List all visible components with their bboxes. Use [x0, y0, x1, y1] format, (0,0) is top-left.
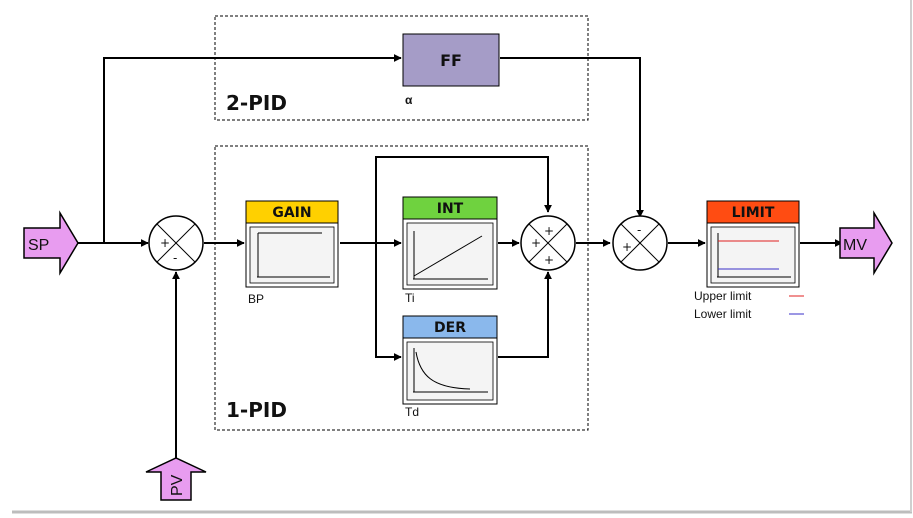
sum-junction-2: + + + [520, 215, 576, 271]
der-block: DER Td [402, 315, 498, 419]
sp-to-ff-line [103, 54, 402, 243]
mv-label: MV [843, 237, 867, 254]
int-header [402, 196, 498, 220]
der-param-label: Td [405, 405, 419, 419]
sum2-cross-b [528, 223, 568, 263]
int-param-label: Ti [405, 291, 415, 305]
sum2-plus-top: + [544, 224, 554, 238]
limit-label: LIMIT [732, 205, 775, 221]
sum1-plus-sign: + [160, 236, 170, 250]
gain-label: GAIN [272, 205, 311, 221]
limit-legend: Upper limit Lower limit [694, 289, 804, 321]
sum-junction-3: - + [612, 215, 668, 271]
int-label: INT [437, 201, 464, 217]
der-header [402, 315, 498, 339]
sum3-cross-b [620, 223, 660, 263]
pv-label: PV [169, 474, 186, 496]
sum3-plus-sign: + [622, 240, 632, 254]
ff-param-label: α [405, 93, 413, 107]
int-plot-area [406, 222, 494, 286]
gain-bypass-line [375, 156, 552, 243]
sum-junction-1: + - [148, 215, 204, 271]
sum1-minus-sign: - [173, 251, 177, 265]
group-2pid-box [214, 15, 589, 121]
gain-header [245, 200, 339, 224]
limit-header [706, 200, 800, 224]
der-label: DER [434, 320, 466, 336]
gain-to-der-line [375, 243, 402, 361]
sum3-minus-sign: - [637, 223, 641, 237]
legend-lower-label: Lower limit [694, 307, 752, 321]
pv-input-arrow: PV [145, 457, 207, 501]
ff-box [402, 33, 500, 87]
sp-arrow-shape [23, 210, 79, 276]
der-plot-curve [415, 351, 471, 390]
sp-input-arrow: SP [23, 210, 79, 276]
mv-arrow-shape [839, 210, 893, 276]
group-1pid-box [214, 145, 589, 431]
group-1pid-label: 1-PID [226, 398, 287, 422]
der-plot-area [406, 341, 494, 401]
limit-plot-area [710, 226, 796, 284]
ff-to-sum3-line [500, 57, 644, 218]
ff-label: FF [440, 51, 462, 70]
int-plot-curve [413, 235, 483, 277]
sp-label: SP [28, 237, 49, 254]
group-2pid-label: 2-PID [226, 91, 287, 115]
pv-arrow-shape [145, 457, 207, 501]
int-block: INT Ti [402, 196, 498, 305]
legend-upper-label: Upper limit [694, 289, 752, 303]
ff-block: FF α [402, 33, 500, 107]
mv-output-arrow: MV [839, 210, 893, 276]
gain-block: GAIN BP [245, 200, 339, 306]
limit-block: LIMIT [706, 200, 800, 288]
sum2-plus-bottom: + [544, 253, 554, 267]
sum1-cross-b [156, 223, 196, 263]
der-to-sum2-line [498, 271, 552, 358]
sum2-plus-left: + [531, 236, 541, 250]
gain-plot-area [249, 226, 335, 284]
gain-param-label: BP [248, 292, 264, 306]
